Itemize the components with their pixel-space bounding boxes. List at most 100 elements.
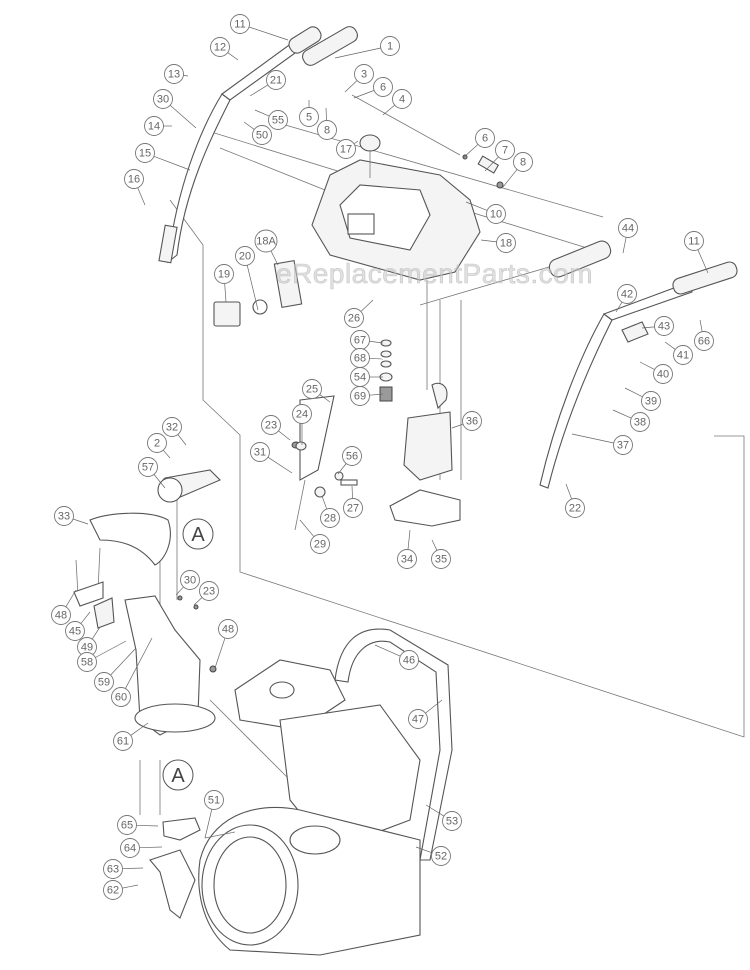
callout-part-23[interactable]: 23 xyxy=(199,581,219,601)
callout-part-34[interactable]: 34 xyxy=(397,549,417,569)
callout-part-45[interactable]: 45 xyxy=(65,621,85,641)
callout-part-49[interactable]: 49 xyxy=(77,637,97,657)
callout-part-30[interactable]: 30 xyxy=(180,570,200,590)
leader-line xyxy=(353,140,359,145)
callout-part-32[interactable]: 32 xyxy=(162,417,182,437)
callout-part-37[interactable]: 37 xyxy=(613,435,633,455)
callout-part-21[interactable]: 21 xyxy=(266,70,286,90)
callout-part-68[interactable]: 68 xyxy=(350,348,370,368)
control-panel-cover xyxy=(311,134,481,281)
callout-part-46[interactable]: 46 xyxy=(399,650,419,670)
callout-part-60[interactable]: 60 xyxy=(111,687,131,707)
callout-part-6[interactable]: 6 xyxy=(475,128,495,148)
callout-number: 26 xyxy=(348,313,360,325)
callout-circle xyxy=(310,534,330,554)
callout-part-24[interactable]: 24 xyxy=(292,404,312,424)
callout-part-38[interactable]: 38 xyxy=(630,412,650,432)
callout-part-26[interactable]: 26 xyxy=(344,308,364,328)
callout-circle xyxy=(302,379,322,399)
callout-part-47[interactable]: 47 xyxy=(408,709,428,729)
callout-part-16[interactable]: 16 xyxy=(124,169,144,189)
callout-part-18[interactable]: 18 xyxy=(496,233,516,253)
callout-part-44[interactable]: 44 xyxy=(618,218,638,238)
callout-number: 41 xyxy=(677,350,689,362)
leader-line xyxy=(91,626,101,640)
callout-circle xyxy=(51,605,71,625)
callout-part-48[interactable]: 48 xyxy=(218,619,238,639)
callout-number: 66 xyxy=(698,336,710,348)
callout-part-14[interactable]: 14 xyxy=(144,116,164,136)
callout-part-69[interactable]: 69 xyxy=(350,386,370,406)
callout-part-23[interactable]: 23 xyxy=(261,415,281,435)
callout-part-15[interactable]: 15 xyxy=(135,143,155,163)
callout-part-64[interactable]: 64 xyxy=(120,838,140,858)
callout-part-12[interactable]: 12 xyxy=(210,37,230,57)
leader-line xyxy=(353,90,375,99)
callout-part-56[interactable]: 56 xyxy=(342,446,362,466)
callout-part-7[interactable]: 7 xyxy=(495,140,515,160)
callout-circle xyxy=(210,37,230,57)
callout-circle xyxy=(343,498,363,518)
callout-part-17[interactable]: 17 xyxy=(336,139,356,159)
callout-part-58[interactable]: 58 xyxy=(77,652,97,672)
callout-part-40[interactable]: 40 xyxy=(653,364,673,384)
callout-part-63[interactable]: 63 xyxy=(103,859,123,879)
callout-part-50[interactable]: 50 xyxy=(252,125,272,145)
callout-part-18a[interactable]: 18A xyxy=(254,229,278,253)
callout-part-30[interactable]: 30 xyxy=(153,89,173,109)
callout-part-1[interactable]: 1 xyxy=(380,36,400,56)
callout-part-52[interactable]: 52 xyxy=(431,846,451,866)
callout-circle xyxy=(431,549,451,569)
callout-part-4[interactable]: 4 xyxy=(392,89,412,109)
callout-part-61[interactable]: 61 xyxy=(113,731,133,751)
callout-part-27[interactable]: 27 xyxy=(343,498,363,518)
callout-part-13[interactable]: 13 xyxy=(164,64,184,84)
callout-part-28[interactable]: 28 xyxy=(320,508,340,528)
callout-part-36[interactable]: 36 xyxy=(462,411,482,431)
callout-part-19[interactable]: 19 xyxy=(214,264,234,284)
callout-part-10[interactable]: 10 xyxy=(486,204,506,224)
callout-part-6[interactable]: 6 xyxy=(373,77,393,97)
callout-part-31[interactable]: 31 xyxy=(250,442,270,462)
callout-part-65[interactable]: 65 xyxy=(117,815,137,835)
callout-part-5[interactable]: 5 xyxy=(299,107,319,127)
callout-part-20[interactable]: 20 xyxy=(235,246,255,266)
callout-circle xyxy=(496,233,516,253)
callout-part-35[interactable]: 35 xyxy=(431,549,451,569)
callout-circle xyxy=(397,549,417,569)
callout-part-8[interactable]: 8 xyxy=(513,152,533,172)
callout-part-54[interactable]: 54 xyxy=(350,367,370,387)
callout-part-25[interactable]: 25 xyxy=(302,379,322,399)
callout-part-55[interactable]: 55 xyxy=(268,110,288,130)
callout-part-11[interactable]: 11 xyxy=(230,14,250,34)
callout-part-62[interactable]: 62 xyxy=(103,880,123,900)
callout-part-3[interactable]: 3 xyxy=(354,64,374,84)
callout-number: 2 xyxy=(154,438,160,450)
callout-part-48[interactable]: 48 xyxy=(51,605,71,625)
callout-circle xyxy=(144,116,164,136)
callout-part-67[interactable]: 67 xyxy=(350,330,370,350)
callout-part-53[interactable]: 53 xyxy=(442,811,462,831)
callout-number: 69 xyxy=(354,391,366,403)
callout-part-11[interactable]: 11 xyxy=(684,231,704,251)
callout-part-59[interactable]: 59 xyxy=(94,672,114,692)
callout-part-57[interactable]: 57 xyxy=(138,457,158,477)
callout-part-51[interactable]: 51 xyxy=(204,790,224,810)
callout-circle xyxy=(153,89,173,109)
callout-part-66[interactable]: 66 xyxy=(694,331,714,351)
callout-circle xyxy=(513,152,533,172)
callout-circle xyxy=(103,880,123,900)
callout-part-42[interactable]: 42 xyxy=(617,284,637,304)
callout-part-2[interactable]: 2 xyxy=(147,433,167,453)
callout-part-39[interactable]: 39 xyxy=(641,391,661,411)
callout-part-8[interactable]: 8 xyxy=(317,120,337,140)
leader-line xyxy=(122,867,144,870)
leader-line xyxy=(249,84,269,97)
callout-part-33[interactable]: 33 xyxy=(54,506,74,526)
callout-part-29[interactable]: 29 xyxy=(310,534,330,554)
callout-part-43[interactable]: 43 xyxy=(654,316,674,336)
callout-part-41[interactable]: 41 xyxy=(673,345,693,365)
callout-circle xyxy=(218,619,238,639)
callout-circle xyxy=(180,570,200,590)
callout-part-22[interactable]: 22 xyxy=(565,498,585,518)
